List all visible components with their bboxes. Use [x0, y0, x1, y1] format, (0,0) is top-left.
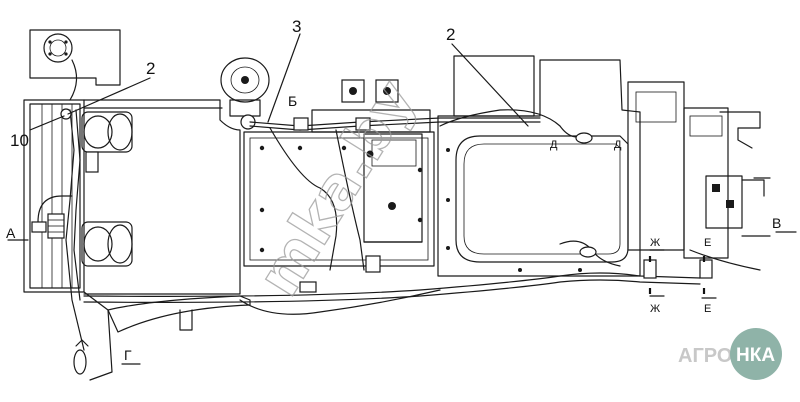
- headlight-lower: [81, 221, 133, 267]
- section-label-zh-top: Ж: [650, 237, 660, 249]
- headlight-upper: [81, 111, 133, 153]
- front-bracket: [73, 291, 251, 381]
- callout-10: 10: [10, 131, 29, 150]
- section-label-b: Б: [288, 93, 297, 109]
- main-frame: [83, 99, 241, 295]
- round-tank: [220, 57, 270, 130]
- section-label-d-2: Д: [614, 139, 622, 151]
- section-label-v: В: [772, 215, 781, 231]
- callout-2-right: 2: [446, 25, 455, 44]
- leader-lines: [7, 33, 797, 365]
- section-label-a: А: [6, 225, 16, 241]
- section-label-g: Г: [124, 347, 132, 363]
- rear-housing: [627, 81, 771, 259]
- logo-text-right: НКА: [736, 345, 775, 366]
- section-label-e-bottom: Е: [704, 303, 711, 315]
- watermark-text: mka.by: [244, 68, 429, 307]
- callout-3: 3: [292, 17, 301, 36]
- main-harness: [83, 109, 761, 315]
- logo-text-left: АГРО: [678, 345, 732, 367]
- agronka-logo: АГРО НКА: [678, 328, 782, 380]
- section-label-e-top: Е: [704, 237, 711, 249]
- top-brackets: [311, 79, 431, 133]
- right-tank: [437, 55, 641, 277]
- logo-circle: [730, 328, 782, 380]
- section-label-d-1: Д: [550, 139, 558, 151]
- front-wiring: [31, 108, 99, 351]
- callout-2-left: 2: [146, 59, 155, 78]
- section-label-zh-bottom: Ж: [650, 303, 660, 315]
- engine-top-block: [29, 29, 121, 101]
